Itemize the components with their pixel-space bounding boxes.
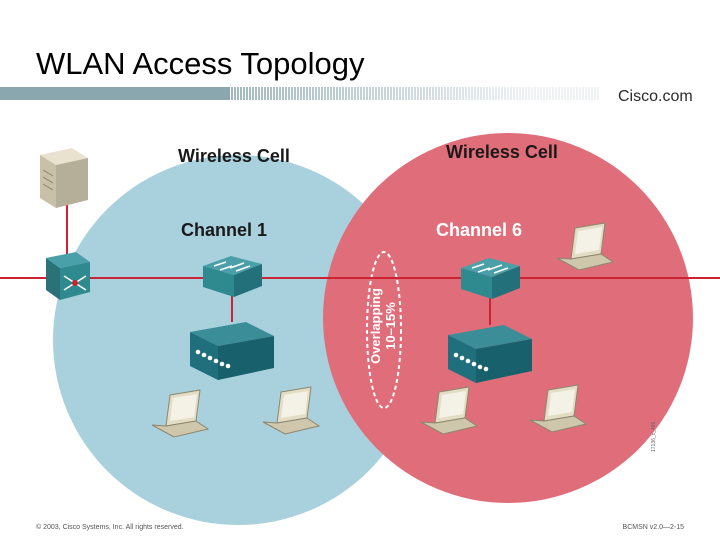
- switch-icon-channel-6: [461, 258, 520, 299]
- slide-title: WLAN Access Topology: [36, 46, 365, 81]
- laptop-icon: [262, 386, 321, 435]
- overlap-label-line2: 10–15%: [383, 302, 398, 350]
- right-cell-channel: Channel 6: [436, 220, 522, 240]
- overlap-area-outline: [366, 251, 402, 409]
- figure-code: 17136_c_489: [651, 421, 657, 452]
- title-bar: [0, 87, 599, 100]
- left-cell-channel: Channel 1: [181, 220, 267, 240]
- laptop-icon: [529, 384, 588, 433]
- laptop-icon: [556, 222, 615, 271]
- laptop-icon: [420, 386, 479, 435]
- right-cell-title: Wireless Cell: [446, 142, 558, 162]
- copyright-footer: © 2003, Cisco Systems, Inc. All rights r…: [36, 524, 184, 531]
- switch-icon-channel-1: [203, 256, 262, 297]
- access-point-icon-channel-6: [448, 325, 532, 383]
- laptop-icon: [151, 389, 210, 438]
- cisco-brand: Cisco.com: [618, 88, 693, 105]
- bar-stripes: [231, 87, 599, 100]
- overlap-label-line1: Overlapping: [368, 288, 383, 364]
- course-code-footer: BCMSN v2.0—2-15: [622, 524, 684, 531]
- server-icon: [40, 148, 88, 208]
- access-point-icon-channel-1: [190, 322, 274, 380]
- left-cell-title: Wireless Cell: [178, 146, 290, 166]
- multilayer-switch-icon: [46, 252, 90, 300]
